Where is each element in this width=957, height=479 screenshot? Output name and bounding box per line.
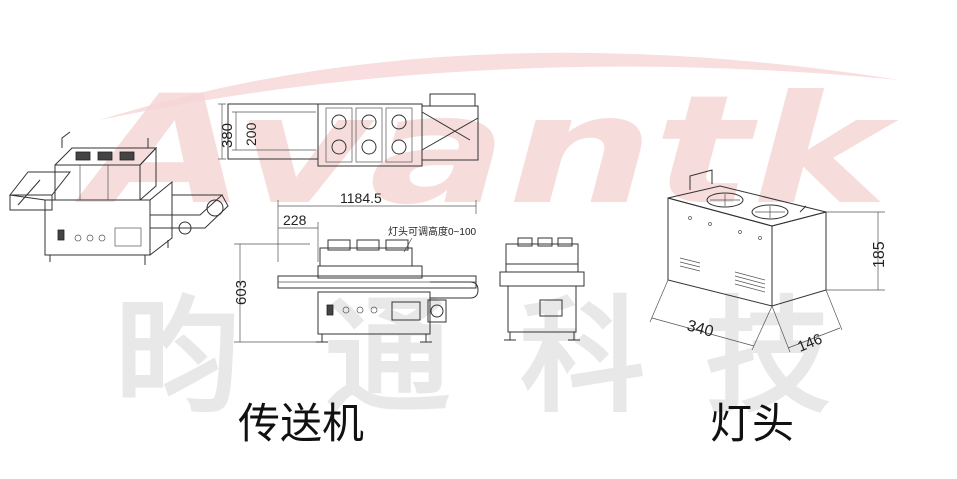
dim-380: 380 [219,123,236,148]
watermark: Avantk 昀 通 科 技 [74,52,900,430]
height-annotation: 灯头可调高度0~100 [388,225,477,238]
dim-200: 200 [243,122,259,146]
dim-1184-5: 1184.5 [340,190,382,206]
watermark-cjk-1: 昀 [115,285,240,430]
watermark-swoosh [100,52,900,120]
dim-340: 340 [685,317,715,340]
watermark-brand: Avantk [74,64,899,238]
watermark-cjk-2: 通 [325,285,450,430]
top-view-drawing: 380 200 [218,93,479,167]
watermark-cjk-4: 技 [705,285,830,430]
caption-lamp-head: 灯头 [710,399,794,448]
caption-conveyor: 传送机 [238,399,364,448]
conveyor-iso-drawing [8,131,229,265]
side-view-drawing [499,237,585,341]
front-view-drawing: 1184.5 228 灯头可调高度0~100 603 [233,190,479,343]
watermark-cjk-3: 科 [520,285,645,430]
dim-185: 185 [871,241,888,268]
dim-228: 228 [283,212,307,228]
vent-grille [679,257,766,293]
dim-603: 603 [233,280,250,305]
